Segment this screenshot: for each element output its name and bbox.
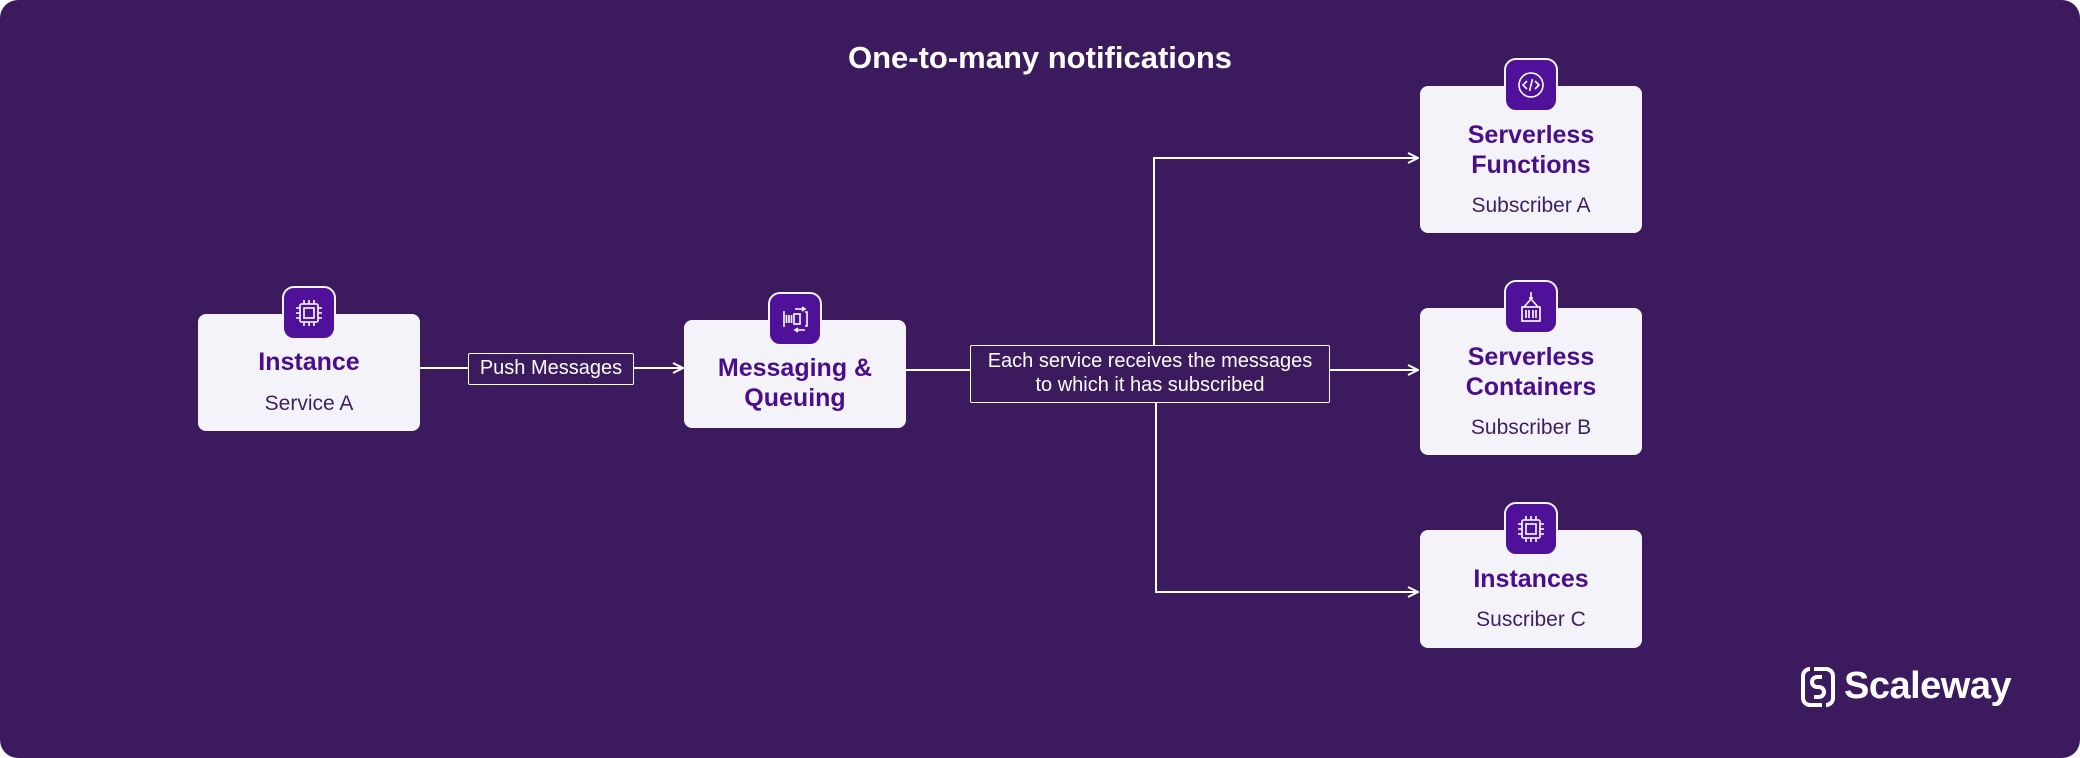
node-title-line1: Serverless [1467,121,1595,149]
node-subtitle: Service A [264,392,354,415]
node-subtitle: Subscriber A [1471,194,1591,217]
queue-icon [768,292,822,346]
node-serverless-functions[interactable]: Serverless Functions Subscriber A [1420,86,1642,233]
scaleway-logo: Scaleway [1800,665,2012,708]
node-title: Instance [258,348,360,376]
edge-label-push-messages-text: Push Messages [479,357,623,379]
node-title-line2: Queuing [744,384,846,412]
edge-label-fanout-line1: Each service receives the messages [987,350,1313,372]
scaleway-logo-icon [1801,666,1835,707]
brand-name: Scaleway [1844,665,2012,707]
node-title-line2: Containers [1465,373,1597,401]
cpu-chip-icon [282,286,336,340]
edge-label-fanout-line2: to which it has subscribed [1035,374,1265,396]
code-icon [1504,58,1558,112]
container-icon [1504,280,1558,334]
edge-junction-to-instances [1155,370,1418,592]
edge-label-push-messages: Push Messages [468,353,634,385]
node-subtitle: Subscriber B [1470,416,1592,439]
node-title-line1: Serverless [1467,343,1595,371]
diagram-title: One-to-many notifications [847,40,1233,75]
node-title: Instances [1473,565,1589,593]
node-subtitle: Suscriber C [1476,608,1586,631]
cpu-chip-icon [1504,502,1558,556]
edge-junction-to-functions [1153,158,1418,370]
node-title-line2: Functions [1471,151,1591,179]
edge-label-fanout: Each service receives the messages to wh… [970,345,1330,403]
node-title-line1: Messaging & [717,354,873,382]
